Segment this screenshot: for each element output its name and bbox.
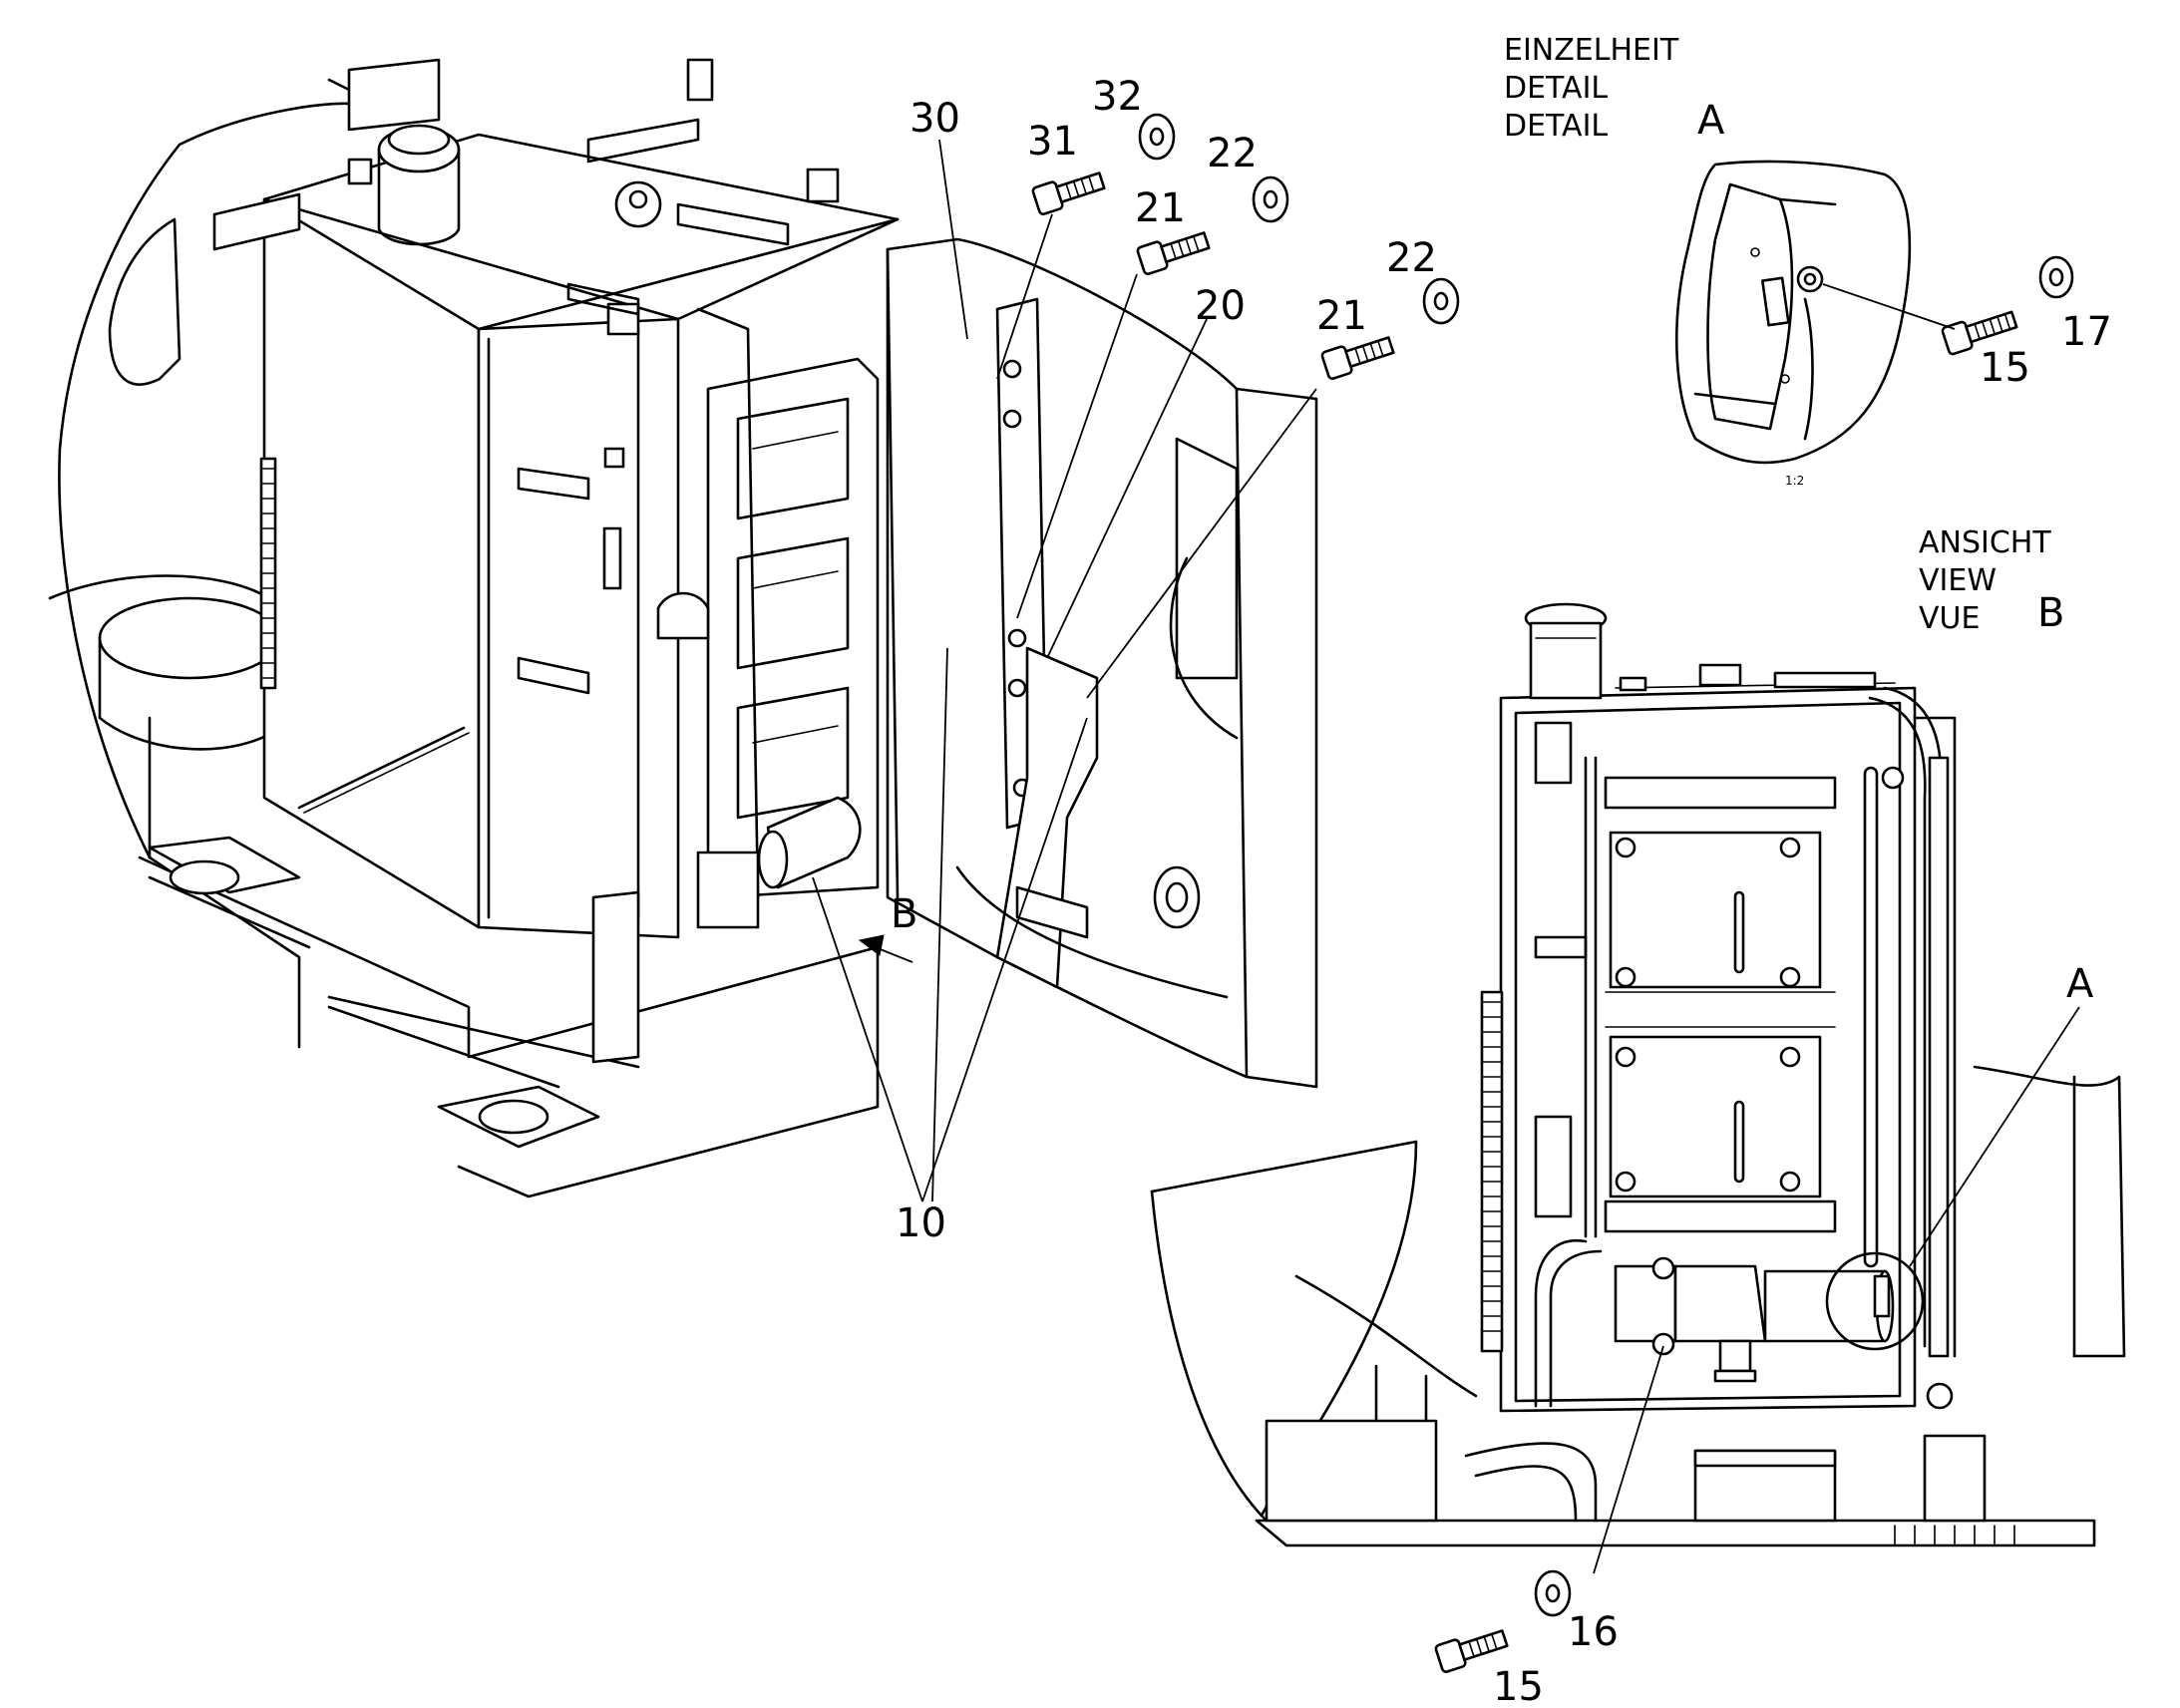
callout-20: 20 [1195,283,1246,329]
bolt-31 [1031,171,1106,215]
detail-a-scale: 1:2 [1785,474,1804,488]
detail-a-title-line-2: DETAIL [1504,71,1608,106]
view-b-title-line-2: VIEW [1919,563,1997,598]
callout-15-detail: 15 [1980,345,2030,391]
view-b-title-line-1: ANSICHT [1919,525,2051,560]
main-assembly-view [48,58,1318,1198]
detail-a-view [1675,160,2074,465]
view-b-letter: B [2037,590,2064,636]
callout-22-lower: 22 [1386,235,1437,281]
callout-21-upper: 21 [1135,185,1186,231]
leader-lines [812,139,2080,1574]
bolt-21-upper [1136,231,1211,275]
detail-marker-a-label: A [2066,961,2094,1007]
bolt-15-bottom [1434,1629,1509,1673]
view-b-title-line-3: VUE [1919,601,1980,636]
callout-31: 31 [1027,119,1078,165]
callout-17: 17 [2061,309,2112,355]
callout-10: 10 [896,1200,946,1246]
detail-a-letter: A [1697,98,1725,144]
detail-a-title-line-3: DETAIL [1504,109,1608,144]
callout-30: 30 [909,96,960,142]
hardware-parts [1031,113,1572,1673]
view-arrow-b-label: B [891,891,917,937]
bolt-21-lower [1320,336,1395,380]
callout-32: 32 [1092,74,1143,120]
labels: EINZELHEIT DETAIL DETAIL A 1:2 ANSICHT V… [891,33,2112,1708]
callout-15-bottom: 15 [1493,1664,1544,1708]
callout-21-lower: 21 [1316,293,1367,339]
view-b-view [1150,602,2126,1547]
detail-a-title-line-1: EINZELHEIT [1504,33,1679,68]
callout-22-upper: 22 [1207,131,1258,176]
callout-16: 16 [1568,1609,1619,1655]
